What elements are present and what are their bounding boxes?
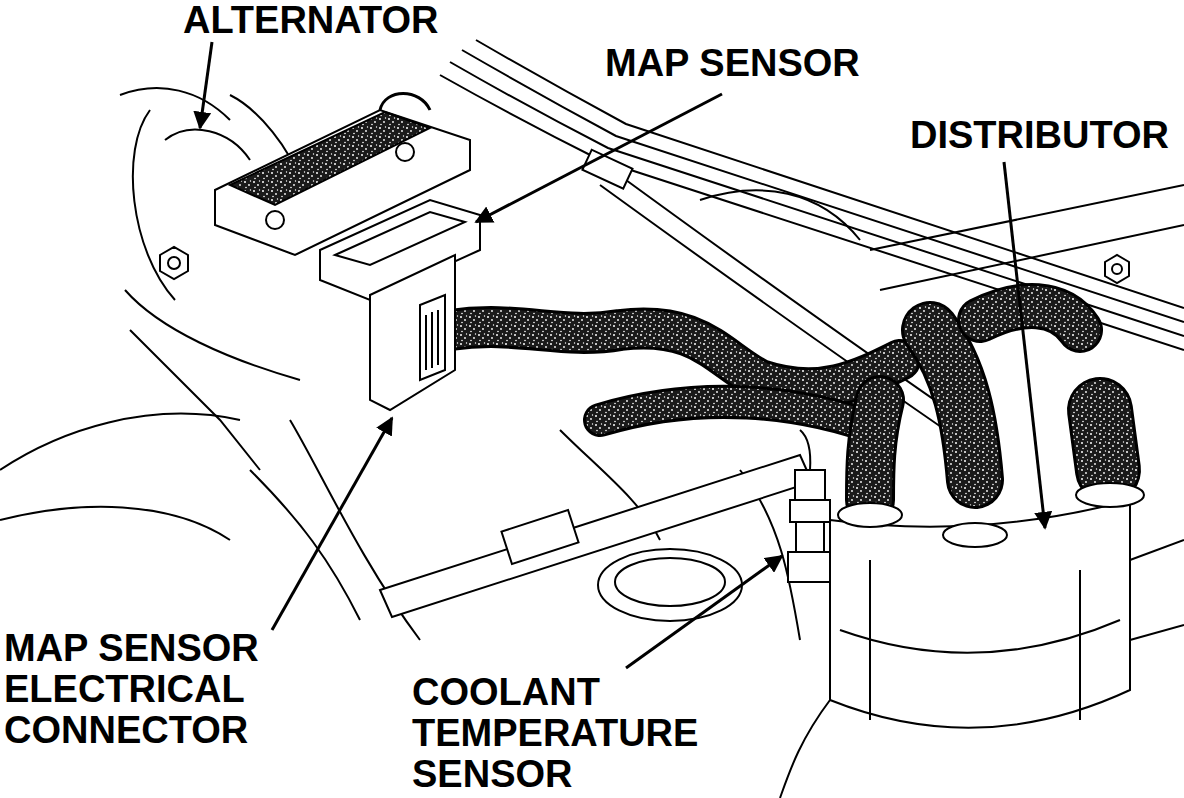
map-sensor-bracket [266, 211, 284, 229]
distributor-cap [830, 483, 1144, 728]
engine-outline [1130, 625, 1184, 640]
engine-outline [130, 330, 260, 470]
map-sensor [426, 310, 438, 370]
ignition-wires [450, 306, 1108, 500]
engine-outline [125, 290, 300, 380]
ignition-wires [450, 327, 900, 388]
thermostat-housing [598, 549, 742, 621]
bolt [1112, 264, 1122, 274]
map-sensor [370, 255, 455, 410]
part-label: DISTRIBUTOR [910, 115, 1180, 156]
ignition-wires [930, 330, 975, 480]
distributor-cap [1079, 570, 1081, 720]
ignition-wires [600, 402, 880, 430]
engine-outline [780, 700, 830, 798]
distributor-cap [830, 500, 1130, 728]
engine-outline [0, 88, 1184, 798]
vacuum-tubes [450, 62, 1184, 336]
part-label: MAP SENSOR [605, 43, 905, 84]
ignition-wires [1100, 410, 1108, 470]
engine-outline [870, 185, 1184, 250]
map-sensor [335, 212, 465, 265]
engine-outline [120, 88, 230, 120]
vacuum-tubes [440, 40, 1184, 440]
map-sensor [320, 200, 480, 410]
ignition-wires [450, 327, 900, 388]
engine-outline [165, 130, 250, 160]
coolant-sensor [796, 522, 824, 552]
bolt [160, 247, 188, 279]
ignition-wires [930, 330, 975, 480]
engine-outline [700, 190, 860, 240]
coolant-sensor [788, 552, 832, 582]
distributor-cap [840, 620, 1120, 653]
ignition-wires [980, 306, 1080, 330]
vacuum-tubes [440, 75, 1184, 350]
coolant-sensor [800, 430, 810, 470]
map-sensor [420, 295, 445, 380]
ignition-wires [870, 400, 880, 500]
bolt [1105, 255, 1129, 283]
coolant-sensor [795, 470, 825, 500]
map-sensor-bracket [230, 112, 430, 205]
coolant-pipe [380, 455, 812, 617]
distributor-cap [1076, 483, 1144, 507]
leader-line [272, 418, 392, 630]
ignition-wires [1100, 410, 1108, 470]
leader-line [626, 556, 782, 668]
ignition-wires [870, 400, 880, 500]
map-sensor-bracket [396, 143, 414, 161]
part-label: MAP SENSOR ELECTRICAL CONNECTOR [4, 628, 284, 751]
distributor-cap [943, 523, 1007, 547]
ignition-wires [600, 402, 880, 430]
coolant-sensor [790, 500, 830, 522]
vacuum-tubes [462, 50, 1184, 322]
vacuum-tubes [582, 150, 632, 189]
leader-line [476, 94, 722, 222]
engine-outline [0, 507, 230, 540]
leader-line [1004, 162, 1045, 528]
coolant-pipe [501, 510, 578, 564]
leader-line [200, 42, 212, 128]
distributor-cap [838, 503, 902, 527]
bolt [168, 257, 180, 269]
part-label: COOLANT TEMPERATURE SENSOR [412, 672, 717, 795]
vacuum-tubes [476, 40, 1184, 308]
engine-outline [250, 470, 360, 620]
map-sensor-bracket [380, 94, 430, 111]
ignition-wires [980, 306, 1080, 330]
coolant-pipe [380, 455, 812, 617]
coolant-sensor [788, 430, 832, 582]
engine-outline [1130, 540, 1184, 560]
thermostat-housing [598, 549, 742, 621]
part-label: ALTERNATOR [183, 0, 483, 41]
thermostat-housing [615, 558, 725, 606]
engine-outline [0, 414, 240, 470]
